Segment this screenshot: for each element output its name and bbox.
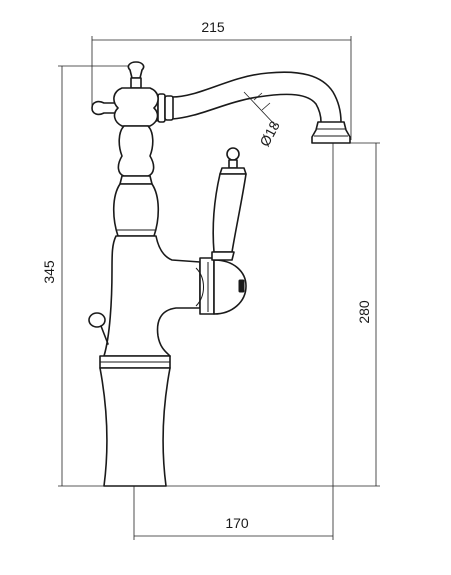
dimension-label-overall-width: 215 — [201, 19, 225, 35]
top-lever — [91, 61, 145, 116]
faucet-body-upper — [112, 87, 160, 237]
faucet-body-main — [103, 235, 247, 357]
dimension-label-reach: 170 — [225, 515, 249, 531]
dimension-label-spout-height: 280 — [356, 300, 372, 324]
dimension-label-overall-height: 345 — [41, 260, 57, 284]
spout — [171, 71, 351, 144]
dimension-label-pipe-diameter: Ø18 — [256, 118, 283, 149]
faucet-base — [99, 355, 171, 487]
lever-handle — [211, 147, 247, 261]
drain-knob — [88, 312, 109, 345]
dimension-lines — [58, 36, 380, 540]
